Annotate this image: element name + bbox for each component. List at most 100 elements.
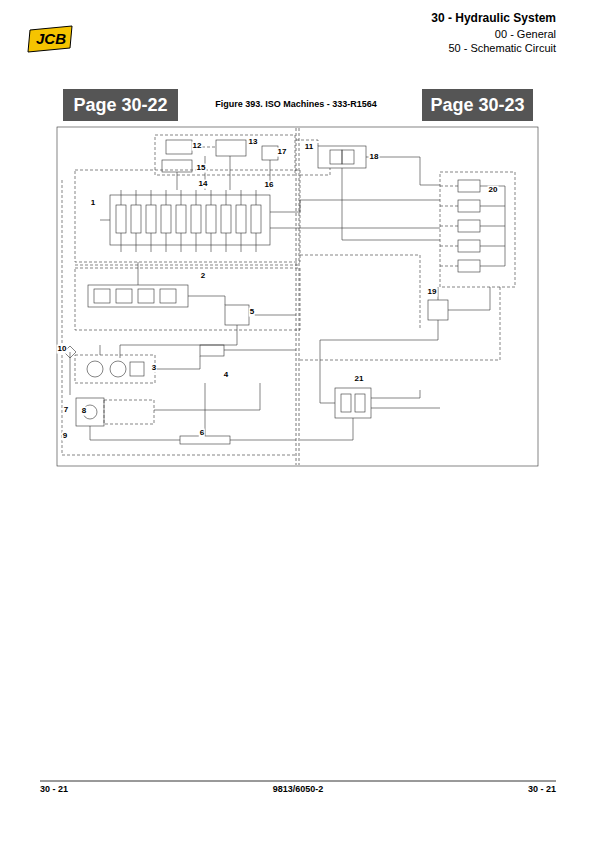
stabiliser-region [440,172,515,287]
page-number: 30 - 21 [40,785,68,795]
hydraulic-line [480,246,505,247]
hydraulic-line [300,418,353,440]
logo-badge [28,26,72,52]
page-reference: Page 30-23 [430,95,524,116]
valve-spool [342,150,354,164]
stabiliser-valve [458,260,480,272]
subsection-heading: 50 - Schematic Circuit [448,42,556,54]
hydraulic-line [230,156,231,190]
callout-number: 6 [199,429,205,438]
hydraulic-line [100,345,101,355]
spool-section [146,205,156,233]
hydraulic-line [480,226,505,227]
pilot-line [440,266,458,267]
check-valve [428,300,448,320]
pilot-line [300,168,330,175]
hydraulic-line [138,262,139,285]
hydraulic-line [196,233,197,252]
hydraulic-line [448,287,490,310]
page-number: 30 - 21 [528,785,556,795]
callout-number: 18 [369,153,380,162]
loader-valve [88,285,188,307]
hydraulic-line [166,233,167,252]
cab-region [155,135,295,175]
hydraulic-line [342,168,440,240]
hydraulic-line [226,190,227,205]
hydraulic-line [371,390,420,398]
pilot-line [62,180,296,455]
callout-number: 12 [192,142,203,151]
hydraulic-line [181,190,182,205]
relief-valve [162,160,192,172]
pilot-control [216,140,246,156]
pilot-line [440,186,458,187]
stabiliser-valve [458,240,480,252]
pump-symbol [87,361,103,377]
hydraulic-line [177,172,178,190]
hydraulic-line [371,408,440,409]
valve-spool [355,394,365,412]
hydraulic-line [121,233,122,252]
callout-number: 13 [248,138,259,147]
schematic-frame [57,127,538,466]
document-number: 9813/6050-2 [273,785,324,795]
hydraulic-line [270,200,440,212]
pilot-line [299,128,300,465]
hydraulic-line [188,296,225,305]
hydraulic-line [249,315,296,316]
callout-number: 8 [81,407,87,416]
spool-section [221,205,231,233]
callout-number: 16 [264,181,275,190]
hydraulic-line [211,190,212,205]
valve-spool [330,150,342,164]
hydraulic-line [480,266,505,267]
callout-number: 21 [354,375,365,384]
logo: JCB [36,31,66,48]
spool-section [116,205,126,233]
spool-section [236,205,246,233]
pump-region [75,355,155,383]
valve-section [94,289,110,303]
hydraulic-line [211,233,212,252]
steer-region [75,268,300,330]
callout-number: 3 [151,364,157,373]
pilot-line [440,246,458,247]
section-heading: 30 - Hydraulic System [431,12,556,25]
hydraulic-line [270,228,440,229]
callout-number: 4 [223,371,229,380]
hydraulic-line [154,383,260,410]
hydraulic-line [256,233,257,252]
spool-section [161,205,171,233]
spool-section [176,205,186,233]
hydraulic-line [438,287,439,300]
page-reference-badge: Page 30-23 [422,89,533,121]
diverter-valve [335,388,371,418]
stabiliser-valve [458,200,480,212]
valve-spool [341,394,351,412]
subsection-heading: 00 - General [495,28,556,40]
hydraulic-line [70,352,71,395]
hydraulic-line [90,426,180,440]
valve-region [75,170,300,262]
spool-section [131,205,141,233]
callout-number: 9 [62,432,68,441]
callout-number: 2 [200,272,206,281]
pilot-line [300,287,500,360]
hydraulic-line [480,206,505,207]
hydraulic-line [224,350,296,351]
spool-section [206,205,216,233]
hydraulic-line [241,233,242,252]
callout-number: 17 [277,148,288,157]
main-valve-block [110,195,270,245]
figure-title: Figure 393. ISO Machines - 333-R1564 [215,100,377,110]
hydraulic-line [241,190,242,205]
pressure-relief-valve [200,345,224,356]
pilot-line [440,206,458,207]
loader-control [166,140,192,154]
hydraulic-line [151,233,152,252]
pilot-line [300,255,420,330]
hydraulic-line [121,190,122,205]
callout-number: 7 [63,406,69,415]
